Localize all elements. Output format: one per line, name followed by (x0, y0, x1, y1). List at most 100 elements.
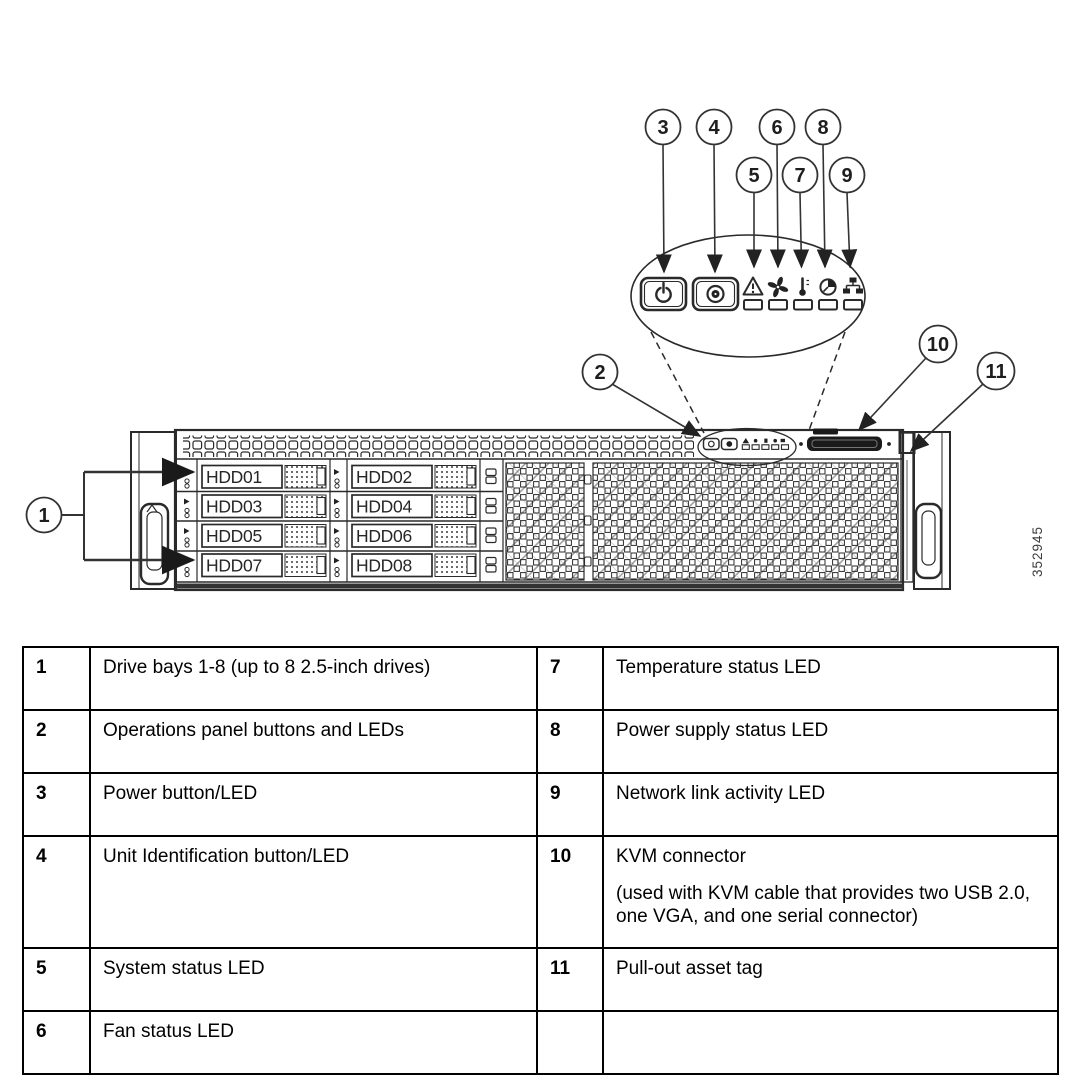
vent-panel-middle (505, 462, 585, 581)
hdd-bay-2: HDD02 (351, 464, 477, 489)
callout-1-number: 1 (38, 505, 49, 527)
legend-num-3: 3 (22, 772, 91, 837)
legend-num-empty (536, 1010, 604, 1075)
callout-8: 8 (804, 108, 842, 269)
legend-desc-asset-tag: Pull-out asset tag (602, 947, 1059, 1012)
legend-row-4: 4 Unit Identification button/LED 10 KVM … (22, 835, 1059, 949)
callout-10: 10 (857, 324, 958, 432)
hdd-bay-1-label: HDD01 (206, 467, 262, 487)
legend-num-5: 5 (22, 947, 91, 1012)
callout-6: 6 (758, 108, 796, 269)
hdd-bay-4-label: HDD04 (356, 497, 412, 517)
legend-table-wrap: 1 Drive bays 1-8 (up to 8 2.5-inch drive… (22, 646, 1059, 1075)
callout-5: 5 (735, 156, 773, 269)
legend-desc-kvm-connector: KVM connector (used with KVM cable that … (602, 835, 1059, 949)
callout-5-number: 5 (748, 165, 759, 187)
legend-desc-network-led: Network link activity LED (602, 772, 1059, 837)
legend-desc-power-supply-led: Power supply status LED (602, 709, 1059, 774)
ops-panel-chassis (697, 427, 797, 467)
legend-num-2: 2 (22, 709, 91, 774)
callout-2: 2 (581, 353, 702, 437)
thermometer-icon (799, 277, 809, 296)
hdd-bay-1: HDD01 (201, 464, 327, 489)
legend-desc-fan-led: Fan status LED (89, 1010, 538, 1075)
callout-3-number: 3 (657, 117, 668, 139)
legend-desc-ops-panel: Operations panel buttons and LEDs (89, 709, 538, 774)
legend-table: 1 Drive bays 1-8 (up to 8 2.5-inch drive… (22, 646, 1059, 1075)
rack-ear-right (913, 431, 951, 590)
legend-desc-power-button: Power button/LED (89, 772, 538, 837)
callout-9-number: 9 (841, 165, 852, 187)
legend-num-8: 8 (536, 709, 604, 774)
network-link-activity-led (843, 277, 863, 311)
legend-row-3: 3 Power button/LED 9 Network link activi… (22, 772, 1059, 837)
callout-7: 7 (781, 156, 819, 269)
legend-num-7: 7 (536, 646, 604, 711)
hdd-bay-5-label: HDD05 (206, 526, 262, 546)
legend-desc-temperature-led: Temperature status LED (602, 646, 1059, 711)
drive-bay-grid (177, 459, 504, 582)
legend-desc-system-led: System status LED (89, 947, 538, 1012)
vent-panel-right (592, 462, 899, 581)
callout-6-number: 6 (771, 117, 782, 139)
top-vent-strip (183, 435, 694, 457)
hdd-bay-5: HDD05 (201, 523, 327, 548)
system-status-led (742, 276, 764, 311)
power-button (639, 276, 688, 312)
warning-triangle-icon (742, 276, 764, 296)
legend-num-6: 6 (22, 1010, 91, 1075)
callout-4: 4 (695, 108, 733, 274)
temperature-status-led (793, 277, 813, 311)
fan-status-led (767, 276, 789, 311)
legend-row-6: 6 Fan status LED (22, 1010, 1059, 1075)
legend-num-4: 4 (22, 835, 91, 949)
hdd-bay-3-label: HDD03 (206, 497, 262, 517)
callout-11-number: 11 (985, 361, 1006, 383)
hdd-bay-6: HDD06 (351, 523, 477, 548)
power-supply-icon (819, 278, 837, 296)
hdd-bay-6-label: HDD06 (356, 526, 412, 546)
legend-num-9: 9 (536, 772, 604, 837)
legend-num-11: 11 (536, 947, 604, 1012)
asset-tag (898, 431, 916, 583)
callout-7-number: 7 (794, 165, 805, 187)
unit-identification-button (691, 276, 740, 312)
legend-desc-drive-bays: Drive bays 1-8 (up to 8 2.5-inch drives) (89, 646, 538, 711)
front-panel-diagram: HDD01 HDD03 HDD05 HDD07 (25, 108, 1045, 592)
hdd-bay-2-label: HDD02 (356, 467, 412, 487)
hdd-bay-4: HDD04 (351, 494, 477, 519)
fan-icon (767, 276, 789, 298)
drive-bays-column-a: HDD01 HDD03 HDD05 HDD07 (201, 464, 327, 578)
callout-1: 1 (25, 457, 196, 575)
chassis: HDD01 HDD03 HDD05 HDD07 (130, 427, 951, 592)
hdd-bay-3: HDD03 (201, 494, 327, 519)
legend-row-5: 5 System status LED 11 Pull-out asset ta… (22, 947, 1059, 1012)
callout-2-number: 2 (594, 362, 605, 384)
drive-bays-column-b: HDD02 HDD04 HDD06 HDD08 (351, 464, 477, 578)
callout-4-number: 4 (708, 117, 720, 139)
unit-identification-icon (706, 284, 725, 304)
legend-num-1: 1 (22, 646, 91, 711)
callout-10-number: 10 (927, 334, 949, 356)
legend-num-10: 10 (536, 835, 604, 949)
kvm-connector (799, 428, 891, 451)
power-icon (655, 281, 672, 303)
hdd-bay-8-label: HDD08 (356, 556, 412, 576)
callout-11: 11 (909, 351, 1016, 453)
callouts: 1 2 3 4 5 6 (25, 108, 1016, 575)
magnifier-ellipse (630, 234, 866, 358)
callout-3: 3 (644, 108, 682, 274)
callout-9: 9 (828, 156, 866, 269)
legend-desc-uid-button: Unit Identification button/LED (89, 835, 538, 949)
ops-panel-magnified (630, 234, 866, 434)
kvm-connector-title: KVM connector (616, 846, 746, 867)
ops-panel-chassis-leds (741, 438, 790, 450)
hdd-bay-7-label: HDD07 (206, 556, 262, 576)
kvm-connector-note: (used with KVM cable that provides two U… (616, 883, 1030, 927)
hdd-bay-7: HDD07 (201, 553, 327, 578)
legend-desc-empty (602, 1010, 1059, 1075)
legend-row-2: 2 Operations panel buttons and LEDs 8 Po… (22, 709, 1059, 774)
legend-row-1: 1 Drive bays 1-8 (up to 8 2.5-inch drive… (22, 646, 1059, 711)
rack-ear-left (130, 431, 177, 590)
